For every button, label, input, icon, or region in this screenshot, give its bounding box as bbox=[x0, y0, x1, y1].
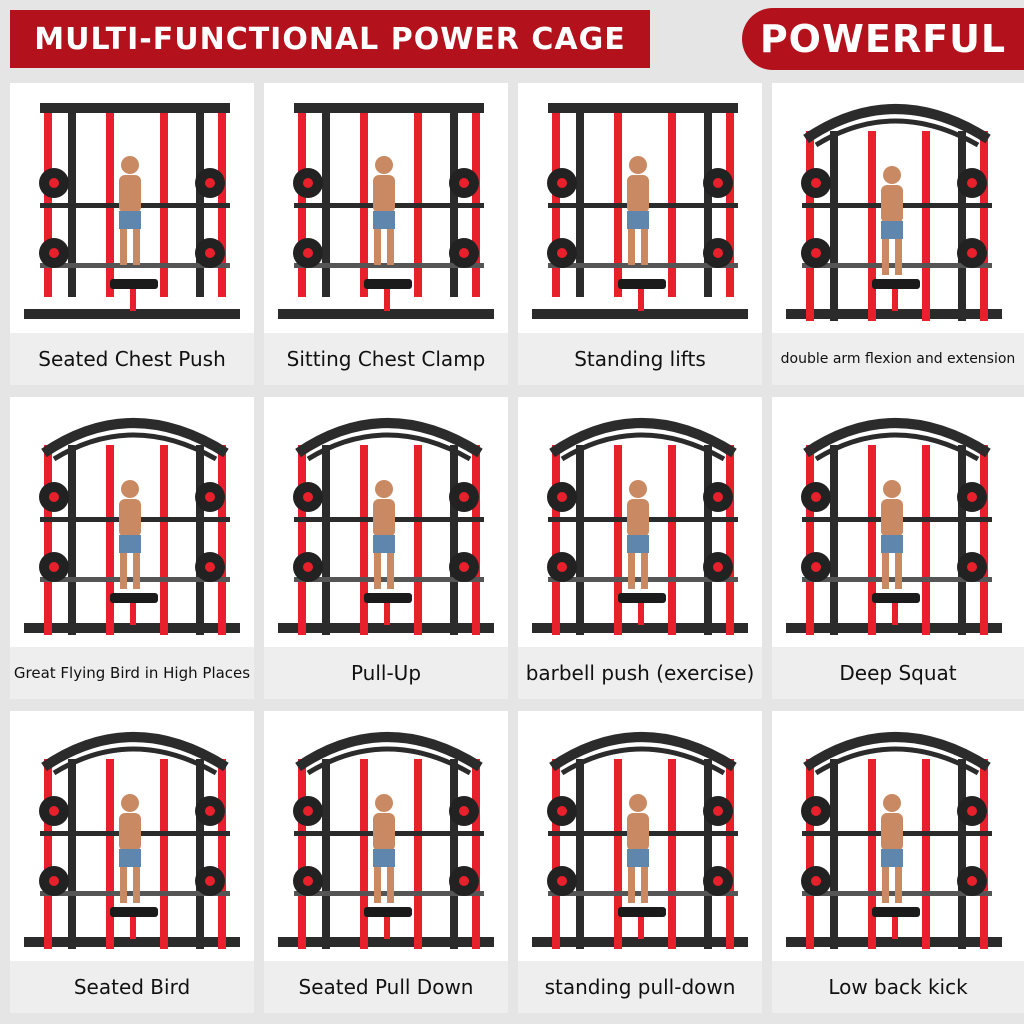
exercise-card: Pull-Up bbox=[264, 397, 508, 699]
exercise-label: Low back kick bbox=[772, 961, 1024, 1013]
exercise-label: Seated Chest Push bbox=[10, 333, 254, 385]
exercise-card: Standing lifts bbox=[518, 83, 762, 385]
exercise-card: Low back kick bbox=[772, 711, 1024, 1013]
power-cage-pull-up-icon bbox=[278, 418, 494, 635]
power-cage-barbell-press-icon bbox=[532, 418, 748, 635]
power-cage-seated-pull-down-icon bbox=[278, 732, 494, 949]
exercise-label: Seated Bird bbox=[10, 961, 254, 1013]
exercise-label: Pull-Up bbox=[264, 647, 508, 699]
exercise-card: Seated Bird bbox=[10, 711, 254, 1013]
exercise-label: Deep Squat bbox=[772, 647, 1024, 699]
exercise-label: Sitting Chest Clamp bbox=[264, 333, 508, 385]
exercise-label: Great Flying Bird in High Places bbox=[10, 647, 254, 699]
power-cage-sitting-chest-clamp-icon bbox=[278, 103, 494, 319]
power-cage-dips-icon bbox=[786, 104, 1002, 321]
exercise-card: Sitting Chest Clamp bbox=[264, 83, 508, 385]
power-cage-standing-pull-down-icon bbox=[532, 732, 748, 949]
page-title: MULTI-FUNCTIONAL POWER CAGE bbox=[34, 21, 626, 57]
powerful-badge: POWERFUL bbox=[742, 8, 1024, 70]
badge-text: POWERFUL bbox=[759, 17, 1007, 61]
power-cage-cable-fly-icon bbox=[24, 418, 240, 635]
exercise-card: Seated Chest Push bbox=[10, 83, 254, 385]
power-cage-kickback-icon bbox=[786, 732, 1002, 949]
exercise-label: double arm flexion and extension bbox=[772, 333, 1024, 385]
power-cage-seated-chest-push-icon bbox=[24, 103, 240, 319]
exercise-grid: Seated Chest Push Sitting Chest Clamp St… bbox=[10, 83, 1024, 1023]
power-cage-seated-bird-icon bbox=[24, 732, 240, 949]
power-cage-squat-icon bbox=[786, 418, 1002, 635]
title-banner: MULTI-FUNCTIONAL POWER CAGE bbox=[10, 10, 650, 68]
exercise-label: standing pull-down bbox=[518, 961, 762, 1013]
exercise-card: Seated Pull Down bbox=[264, 711, 508, 1013]
exercise-card: Great Flying Bird in High Places bbox=[10, 397, 254, 699]
exercise-label: Standing lifts bbox=[518, 333, 762, 385]
exercise-card: double arm flexion and extension bbox=[772, 83, 1024, 385]
power-cage-standing-lifts-icon bbox=[532, 103, 748, 319]
exercise-label: Seated Pull Down bbox=[264, 961, 508, 1013]
exercise-card: Deep Squat bbox=[772, 397, 1024, 699]
exercise-card: barbell push (exercise) bbox=[518, 397, 762, 699]
exercise-card: standing pull-down bbox=[518, 711, 762, 1013]
exercise-label: barbell push (exercise) bbox=[518, 647, 762, 699]
